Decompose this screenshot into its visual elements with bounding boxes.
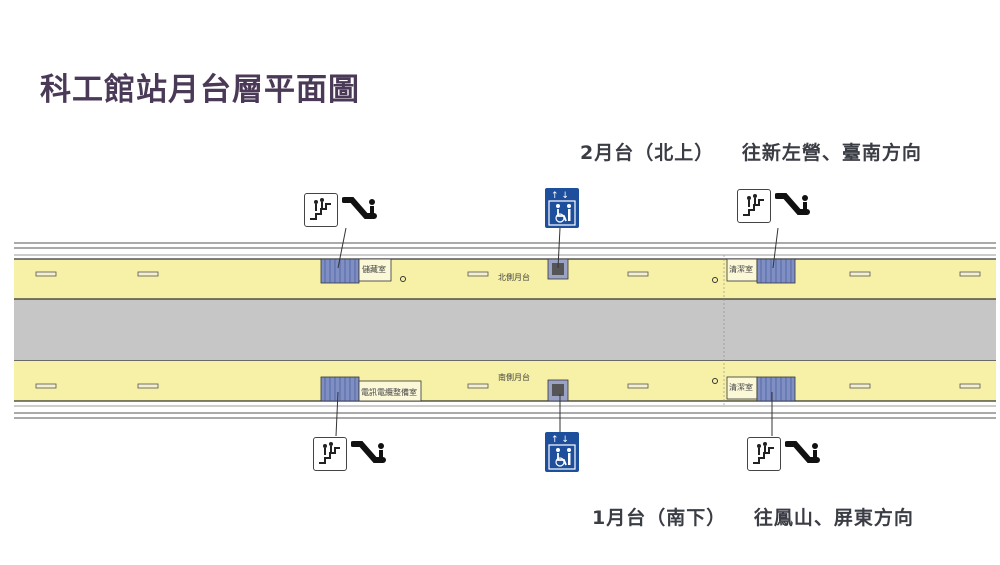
svg-text:↑ ↓: ↑ ↓ [551,435,569,445]
north-platform-direction: 往新左營、臺南方向 [741,142,922,164]
south-platform-label: 1月台（南下） 往鳳山、屏東方向 [592,503,914,530]
south-platform-direction: 往鳳山、屏東方向 [753,507,914,529]
escalator-icon [341,194,382,230]
escalator-icon [350,438,391,474]
track-area [14,299,996,361]
stairs-icon [737,189,771,223]
stairs-icon [304,193,338,227]
south-platform-name: 1月台（南下） [592,507,727,529]
elevator-icon: ↑ ↓ [545,432,579,472]
north-left-room: 儲藏室 [362,264,386,274]
south-platform-area [14,361,996,401]
north-platform-label: 2月台（北上） 往新左營、臺南方向 [580,138,922,165]
escalator-icon [784,438,825,474]
north-right-room: 清潔室 [729,264,753,274]
stairs-icon [313,437,347,471]
page-title: 科工館站月台層平面圖 [40,72,360,108]
south-left-room: 電訊電纜整備室 [361,387,417,397]
north-platform-area [14,259,996,299]
south-right-room: 清潔室 [729,382,753,392]
elevator-icon: ↑ ↓ [545,188,579,228]
stairs-icon [747,437,781,471]
north-platform-name: 2月台（北上） [580,142,715,164]
escalator-icon [774,190,815,226]
north-platform-text: 北側月台 [498,272,530,282]
south-platform-text: 南側月台 [498,372,530,382]
svg-text:↑ ↓: ↑ ↓ [551,191,569,201]
